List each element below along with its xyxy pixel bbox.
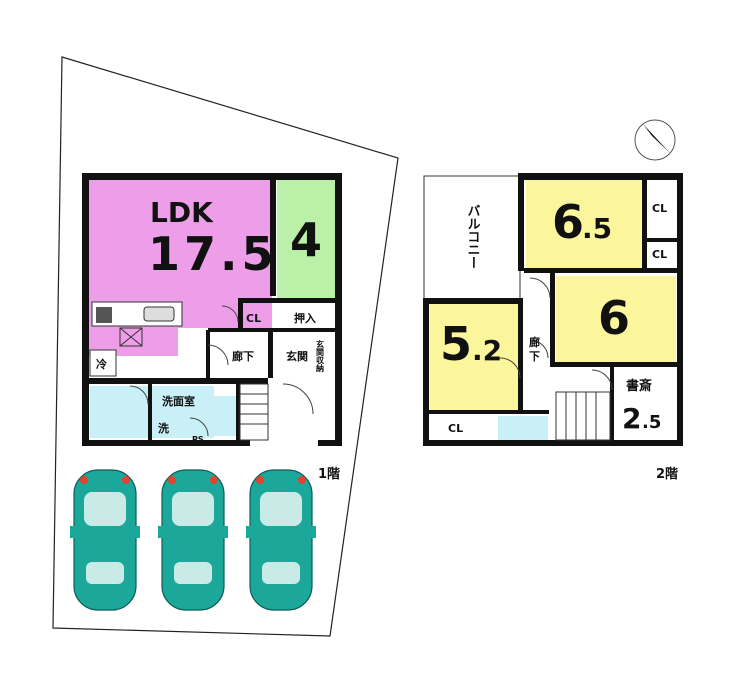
stove-icon — [96, 307, 112, 323]
room-65 — [526, 180, 642, 270]
car-icon — [246, 469, 316, 611]
cl-2f-label-3: CL — [448, 422, 463, 435]
ps-label: PS — [192, 435, 204, 444]
stairs-2f — [555, 391, 611, 441]
washitsu-size: 4 — [290, 213, 322, 267]
washroom — [152, 386, 214, 438]
roka-2f-label-b: 下 — [529, 350, 540, 363]
genkan-storage-label: 玄関収納 — [315, 339, 325, 373]
floor-2-plan: バルコニー 6 .5 6 5 .2 書斎 2 .5 廊 下 CL CL CL 2… — [423, 173, 683, 482]
shosai-label: 書斎 — [626, 378, 652, 394]
room-52-size-int: 5 — [440, 317, 472, 371]
toilet-1f — [214, 396, 236, 436]
balcony-label: バルコニー — [465, 204, 481, 269]
stairs-1f — [239, 383, 269, 441]
compass-icon — [634, 119, 676, 161]
floor-2-label: 2階 — [656, 466, 678, 482]
genkan-label: 玄関 — [286, 349, 308, 363]
room-65-size-dec: .5 — [582, 212, 612, 245]
fridge-label: 冷 — [96, 357, 107, 371]
oshiire-label: 押入 — [294, 311, 316, 325]
room-52-size-dec: .2 — [472, 334, 502, 367]
toilet-2f — [498, 416, 548, 440]
cl-1f-label: CL — [246, 312, 261, 325]
roka-1f-label: 廊下 — [232, 349, 254, 363]
room-6 — [556, 276, 676, 362]
roka-2f-label-a: 廊 — [529, 335, 540, 349]
shosai-size-int: 2 — [622, 402, 641, 435]
cl-2f-label-2: CL — [652, 248, 667, 261]
car-icon — [158, 469, 228, 611]
bath-room — [90, 386, 148, 438]
room-52 — [430, 302, 518, 412]
floor-1-plan: LDK 17.5 4 CL 押入 廊下 玄関 玄関収納 冷 洗面室 洗 PS 1… — [82, 173, 342, 482]
sink-icon — [143, 306, 175, 322]
ldk-size: 17.5 — [148, 227, 278, 281]
washer-label: 洗 — [158, 421, 169, 435]
washroom-label: 洗面室 — [162, 394, 195, 408]
parking-area — [70, 469, 316, 611]
site-boundary — [52, 56, 399, 637]
floor-1-label: 1階 — [318, 466, 340, 482]
room-65-size-int: 6 — [552, 195, 584, 249]
shosai-size-dec: .5 — [642, 412, 661, 433]
room-6-size: 6 — [598, 291, 630, 345]
cl-2f-label-1: CL — [652, 202, 667, 215]
car-icon — [70, 469, 140, 611]
ldk-label: LDK — [150, 196, 214, 229]
washitsu-room — [277, 180, 335, 298]
